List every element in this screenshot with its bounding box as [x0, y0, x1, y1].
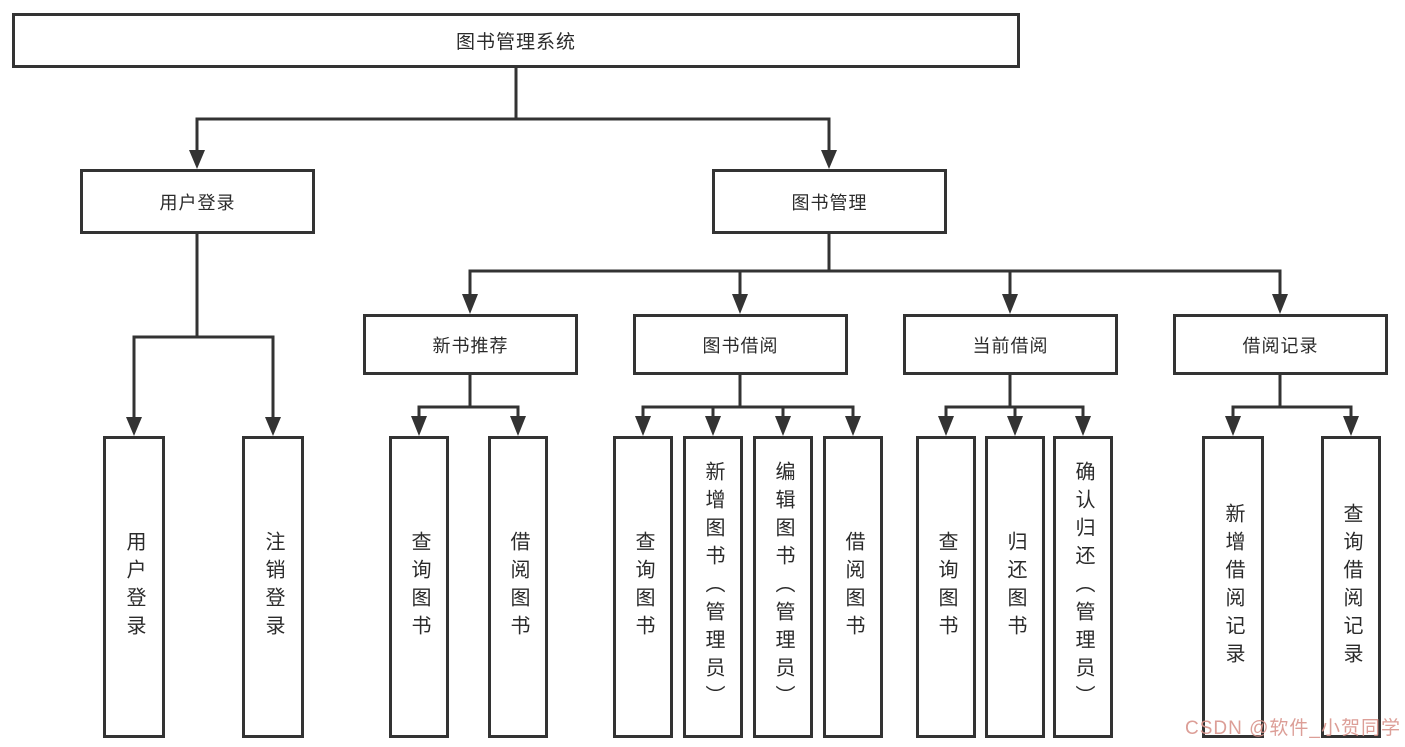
- connector-book-borrowing-to-leaves: [635, 375, 861, 436]
- leaf-edit-book-admin: 编辑图书（管理员）: [753, 436, 813, 738]
- leaf-logout-login-label: 注销登录: [262, 531, 284, 643]
- leaf-logout-login: 注销登录: [242, 436, 304, 738]
- leaf-confirm-return-admin-label: 确认归还（管理员）: [1072, 461, 1094, 713]
- connector-root-to-level1: [189, 66, 837, 169]
- leaf-recommend-borrow-books: 借阅图书: [488, 436, 548, 738]
- leaf-current-query-books: 查询图书: [916, 436, 976, 738]
- leaf-recommend-borrow-books-label: 借阅图书: [507, 531, 529, 643]
- leaf-user-login: 用户登录: [103, 436, 165, 738]
- node-root-library-management-system: 图书管理系统: [12, 13, 1020, 68]
- leaf-query-borrow-record-label: 查询借阅记录: [1340, 503, 1362, 671]
- leaf-recommend-query-books: 查询图书: [389, 436, 449, 738]
- leaf-query-borrow-record: 查询借阅记录: [1321, 436, 1381, 738]
- leaf-edit-book-admin-label: 编辑图书（管理员）: [772, 461, 794, 713]
- connector-book-management-to-level2: [462, 234, 1288, 314]
- leaf-user-login-label: 用户登录: [123, 531, 145, 643]
- leaf-add-borrow-record-label: 新增借阅记录: [1222, 503, 1244, 671]
- leaf-add-book-admin: 新增图书（管理员）: [683, 436, 743, 738]
- node-current-borrowing: 当前借阅: [903, 314, 1118, 375]
- leaf-add-book-admin-label: 新增图书（管理员）: [702, 461, 724, 713]
- node-book-borrowing: 图书借阅: [633, 314, 848, 375]
- connector-new-book-recommendation-to-leaves: [411, 375, 526, 436]
- leaf-confirm-return-admin: 确认归还（管理员）: [1053, 436, 1113, 738]
- connector-current-borrowing-to-leaves: [938, 375, 1091, 436]
- leaf-return-books-label: 归还图书: [1004, 531, 1026, 643]
- csdn-watermark: CSDN @软件_小贺同学: [1185, 718, 1401, 739]
- leaf-borrowing-query-books: 查询图书: [613, 436, 673, 738]
- leaf-return-books: 归还图书: [985, 436, 1045, 738]
- leaf-borrowing-borrow-books-label: 借阅图书: [842, 531, 864, 643]
- leaf-add-borrow-record: 新增借阅记录: [1202, 436, 1264, 738]
- leaf-recommend-query-books-label: 查询图书: [408, 531, 430, 643]
- node-book-management: 图书管理: [712, 169, 947, 234]
- connector-borrowing-records-to-leaves: [1225, 375, 1359, 436]
- node-user-login: 用户登录: [80, 169, 315, 234]
- node-new-book-recommendation: 新书推荐: [363, 314, 578, 375]
- leaf-current-query-books-label: 查询图书: [935, 531, 957, 643]
- leaf-borrowing-borrow-books: 借阅图书: [823, 436, 883, 738]
- leaf-borrowing-query-books-label: 查询图书: [632, 531, 654, 643]
- connector-user-login-to-leaves: [126, 234, 281, 436]
- node-borrowing-records: 借阅记录: [1173, 314, 1388, 375]
